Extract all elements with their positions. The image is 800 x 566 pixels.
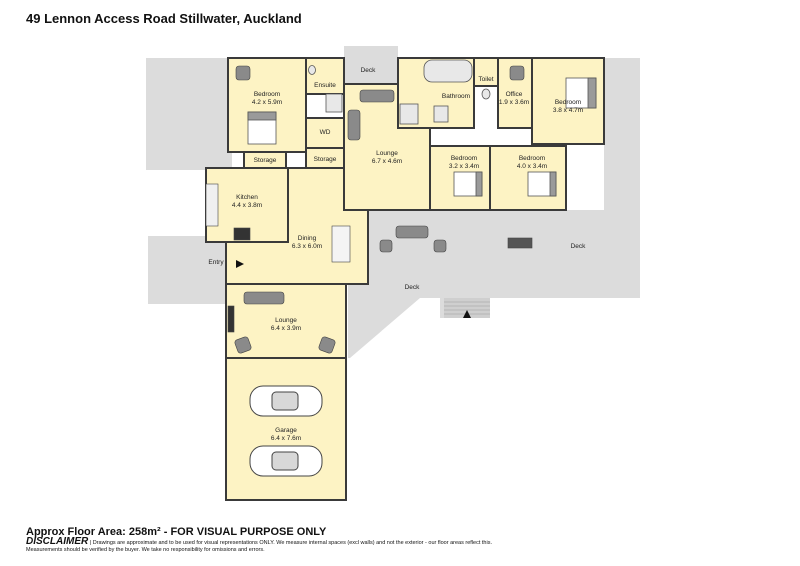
room-ensuite: [305, 57, 345, 95]
label-deck-right: Deck: [571, 243, 587, 250]
label-storage-2: Storage: [314, 156, 337, 163]
beds: [247, 77, 597, 197]
dining-table-icon: [331, 225, 351, 263]
toilet-icon: [481, 88, 491, 100]
size-bedroom-3: 3.2 x 3.4m: [449, 163, 479, 170]
cooktop-icon: [233, 227, 251, 241]
disclaimer-line-1: | Drawings are approximate and to be use…: [88, 540, 492, 546]
label-bedroom-4: Bedroom: [519, 155, 545, 162]
cars: [249, 385, 323, 477]
disclaimer-line-2: Measurements should be verified by the b…: [26, 547, 265, 553]
outdoor-sofa-icon: [395, 225, 429, 239]
deck-steps-right: [444, 298, 490, 318]
ensuite-shower-icon: [325, 93, 343, 113]
outdoor-table-icon: [507, 237, 533, 249]
label-bedroom-2: Bedroom: [555, 99, 581, 106]
label-toilet: Toilet: [478, 76, 493, 83]
deck-main: [348, 58, 640, 358]
entry-arrow-icon: [236, 260, 244, 268]
size-bedroom-4: 4.0 x 3.4m: [517, 163, 547, 170]
label-lounge-1: Lounge: [376, 150, 398, 157]
size-garage: 6.4 x 7.6m: [271, 435, 301, 442]
label-ensuite: Ensuite: [314, 82, 336, 89]
label-bathroom: Bathroom: [442, 93, 470, 100]
disclaimer: DISCLAIMER | Drawings are approximate an…: [26, 536, 492, 547]
steps-arrow-icon: [463, 310, 471, 318]
sofa-icon-3: [243, 291, 285, 305]
size-office: 1.9 x 3.6m: [499, 99, 529, 106]
armchair-icon-2: [318, 336, 336, 354]
label-dining: Dining: [298, 235, 317, 242]
room-office: [497, 57, 533, 129]
bathtub-icon: [423, 59, 473, 83]
label-garage: Garage: [275, 427, 297, 434]
room-labels: Bedroom 4.2 x 5.9m Ensuite WD Storage St…: [208, 67, 586, 442]
label-wd: WD: [320, 129, 331, 136]
label-deck-top: Deck: [361, 67, 377, 74]
deck-entry: [148, 236, 228, 304]
kitchen-bench-icon: [205, 183, 219, 227]
outdoor-chair-icon-2: [433, 239, 447, 253]
shower-icon: [399, 103, 419, 125]
label-lounge-2: Lounge: [275, 317, 297, 324]
size-bedroom-2: 3.8 x 4.7m: [553, 107, 583, 114]
label-office: Office: [506, 91, 523, 98]
label-deck-mid: Deck: [405, 284, 421, 291]
label-entry: Entry: [208, 259, 224, 266]
fireplace-icon: [227, 305, 235, 333]
size-lounge-1: 6.7 x 4.6m: [372, 158, 402, 165]
room-toilet: [473, 57, 499, 87]
deck-top: [344, 46, 398, 84]
floor-area: Approx Floor Area: 258m² - FOR VISUAL PU…: [26, 526, 327, 538]
room-wd: [305, 117, 345, 149]
size-dining: 6.3 x 6.0m: [292, 243, 322, 250]
label-storage-1: Storage: [254, 157, 277, 164]
page-title: 49 Lennon Access Road Stillwater, Auckla…: [26, 11, 302, 26]
label-bedroom-3: Bedroom: [451, 155, 477, 162]
vanity-icon: [433, 105, 449, 123]
office-chair-icon: [509, 65, 525, 81]
ensuite-toilet-icon: [308, 65, 316, 75]
label-bedroom-1: Bedroom: [254, 91, 280, 98]
sofa-icon-2: [347, 109, 361, 141]
bathroom-fixtures: [308, 59, 491, 125]
footer: Approx Floor Area: 258m² - FOR VISUAL PU…: [26, 526, 492, 554]
disclaimer-heading: DISCLAIMER: [26, 536, 89, 547]
deck-left-back: [146, 58, 232, 170]
outdoor-chair-icon-1: [379, 239, 393, 253]
size-bedroom-1: 4.2 x 5.9m: [252, 99, 282, 106]
size-lounge-2: 6.4 x 3.9m: [271, 325, 301, 332]
furniture: [205, 65, 533, 354]
label-kitchen: Kitchen: [236, 194, 258, 201]
sofa-icon-1: [359, 89, 395, 103]
deck-areas: [146, 46, 640, 358]
size-kitchen: 4.4 x 3.8m: [232, 202, 262, 209]
ensuite-chair-icon: [235, 65, 251, 81]
armchair-icon-1: [234, 336, 252, 354]
